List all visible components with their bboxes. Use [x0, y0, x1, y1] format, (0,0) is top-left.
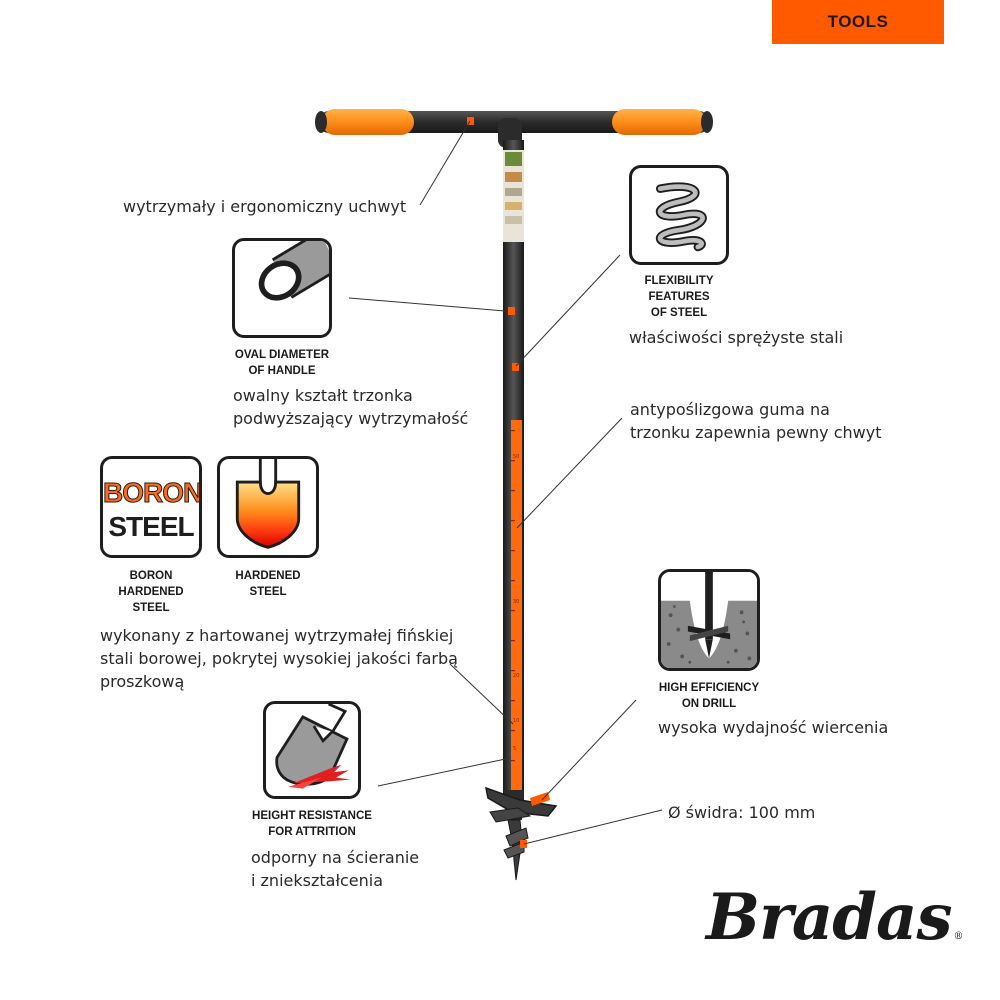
registered-mark: ®: [953, 931, 964, 942]
leader-flex: [515, 254, 621, 367]
leader-grip: [516, 417, 623, 529]
rubber-grip-scale: [511, 420, 522, 790]
scale-tick: [511, 730, 515, 732]
oval-caption: OVAL DIAMETER OF HANDLE: [234, 349, 330, 377]
brand-name: Bradas: [706, 880, 953, 955]
grip-text-2: trzonku zapewnia pewny chwyt: [630, 423, 882, 442]
handle-text: wytrzymały i ergonomiczny uchwyt: [123, 197, 407, 216]
oval-tube-icon: [232, 238, 332, 338]
scale-label: 5: [513, 746, 516, 752]
scale-tick: [511, 700, 515, 702]
spring-icon: [629, 165, 729, 265]
scale-tick: [511, 460, 515, 462]
leader-drill: [541, 699, 637, 801]
scale-label: 20: [513, 673, 519, 679]
bradas-logo: Bradas®: [706, 886, 964, 950]
tools-badge: TOOLS: [772, 0, 944, 44]
leader-handle: [419, 120, 471, 206]
scale-tick: [511, 550, 515, 552]
diameter-text: Ø świdra: 100 mm: [668, 803, 816, 822]
scale-tick: [511, 670, 515, 672]
scale-tick: [511, 490, 515, 492]
scale-label: 50: [513, 454, 519, 460]
scale-tick: [511, 610, 515, 612]
oval-text-2: podwyższający wytrzymałość: [233, 409, 469, 428]
boron-caption: BORON HARDENED STEEL: [118, 570, 184, 614]
spade-wear-icon: [263, 701, 361, 799]
leader-diameter: [523, 809, 663, 845]
grip-text-1: antypoślizgowa guma na: [630, 400, 830, 419]
steel-word: STEEL: [108, 511, 194, 542]
scale-tick: [511, 520, 515, 522]
right-grip: [612, 109, 706, 135]
oval-text-1: owalny kształt trzonka: [233, 386, 413, 405]
leader-attrition: [377, 757, 511, 787]
drill-caption: HIGH EFFICIENCY ON DRILL: [658, 682, 760, 710]
material-text-1: wykonany z hartowanej wytrzymałej fiński…: [100, 626, 454, 645]
left-grip: [322, 109, 414, 135]
attrition-text-2: i zniekształcenia: [251, 871, 384, 890]
scale-tick: [511, 760, 515, 762]
auger-tip: [485, 786, 558, 881]
attrition-text-1: odporny na ścieranie: [251, 848, 420, 867]
flex-text: właściwości sprężyste stali: [629, 328, 844, 347]
boron-steel-icon: BORON STEEL: [100, 456, 202, 558]
hardened-spade-icon: [217, 456, 319, 558]
attrition-caption: HEIGHT RESISTANCE FOR ATTRITION: [252, 810, 372, 838]
drill-in-soil-icon: [658, 569, 760, 671]
scale-tick: [511, 580, 515, 582]
scale-tick: [511, 640, 515, 642]
scale-label: 30: [513, 599, 519, 605]
drill-text: wysoka wydajność wiercenia: [658, 718, 889, 737]
boron-word: BORON: [103, 477, 202, 509]
hardened-caption: HARDENED STEEL: [235, 570, 301, 598]
leader-oval: [348, 297, 506, 312]
material-text-3: proszkową: [100, 672, 185, 691]
material-text-2: stali borowej, pokrytej wysokiej jakości…: [100, 649, 458, 668]
scale-tick: [511, 430, 515, 432]
scale-label: 10: [513, 718, 519, 724]
flex-caption: FLEXIBILITY FEATURES OF STEEL: [644, 275, 714, 319]
leader-material: [449, 663, 514, 725]
